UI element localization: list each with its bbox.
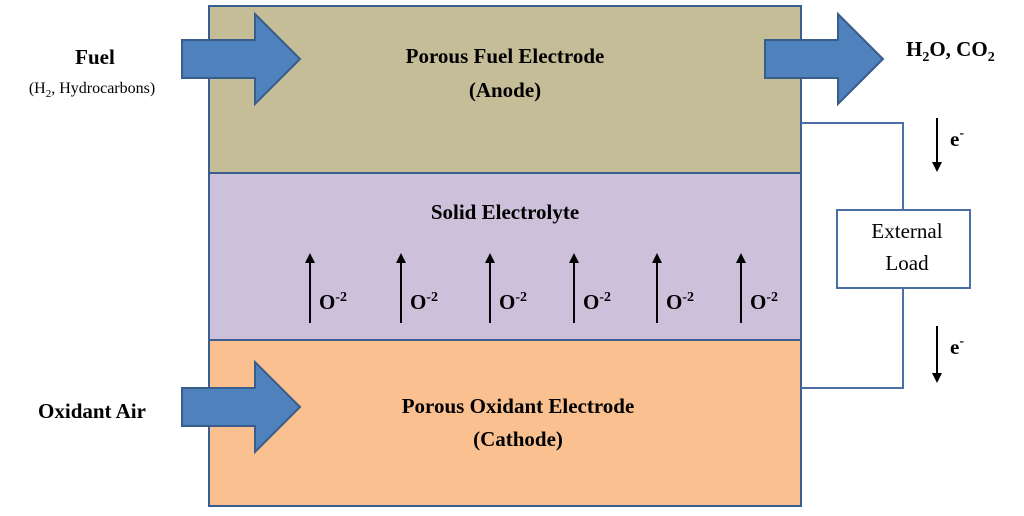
anode-title: Porous Fuel Electrode: [406, 44, 605, 68]
fuel-label: Fuel: [75, 45, 115, 69]
external-circuit-wire-top: [801, 122, 904, 210]
oxide-ion-label: O-2: [666, 290, 694, 314]
cathode-title: Porous Oxidant Electrode: [402, 394, 635, 418]
oxide-ion-label: O-2: [750, 290, 778, 314]
cathode-subtitle: (Cathode): [473, 427, 563, 451]
electron-label-top: e-: [950, 126, 964, 151]
electrolyte-layer: [208, 172, 802, 341]
oxidant-input-arrow: [181, 359, 302, 455]
fuel-input-arrow: [181, 11, 302, 107]
exhaust-output-arrow: [764, 11, 885, 107]
external-circuit-wire-bottom: [801, 288, 904, 389]
oxidant-label: Oxidant Air: [38, 399, 146, 423]
oxide-ion-label: O-2: [583, 290, 611, 314]
electrolyte-title: Solid Electrolyte: [431, 200, 579, 224]
oxide-ion-label: O-2: [319, 290, 347, 314]
external-load-line2: Load: [885, 251, 929, 275]
electron-label-bottom: e-: [950, 334, 964, 359]
external-load-box: [836, 209, 971, 289]
oxide-ion-label: O-2: [499, 290, 527, 314]
oxide-ion-label: O-2: [410, 290, 438, 314]
anode-layer: [208, 5, 802, 174]
fuel-detail: (H2, Hydrocarbons): [29, 80, 155, 100]
anode-subtitle: (Anode): [469, 78, 541, 102]
exhaust-label: H2O, CO2: [906, 37, 995, 65]
external-load-line1: External: [871, 219, 942, 243]
oxide-ion-arrows: O-2 O-2 O-2 O-2 O-2 O-2: [305, 253, 778, 323]
cathode-layer: [208, 339, 802, 507]
